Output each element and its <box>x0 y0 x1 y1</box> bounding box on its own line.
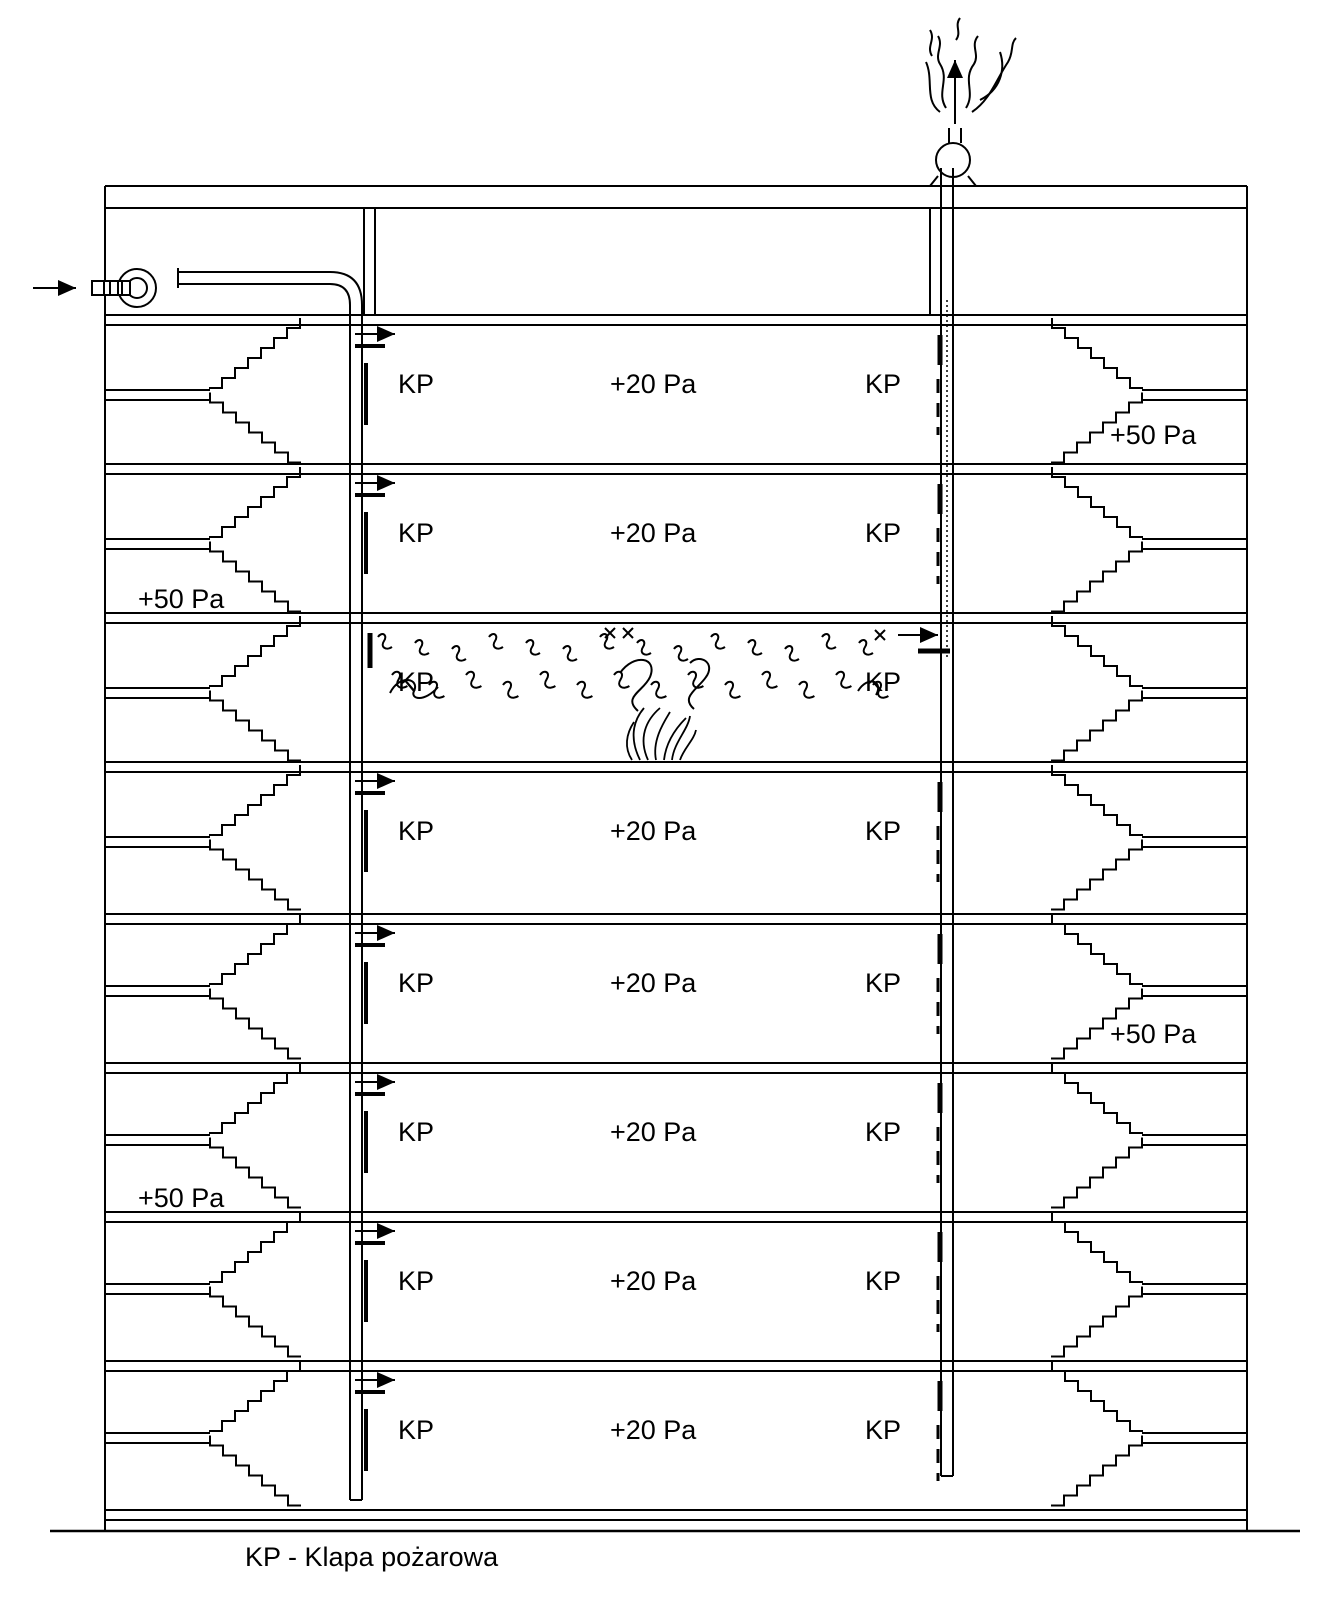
supply-air-duct <box>177 268 363 1501</box>
floor-labels: KP KP +20 Pa <box>398 1117 901 1147</box>
floor-slab <box>300 463 1052 475</box>
left-staircase <box>105 314 301 1521</box>
floor-pressure-label: +20 Pa <box>610 518 697 548</box>
floor-pressure-label: +20 Pa <box>610 1117 697 1147</box>
floor-labels: KP KP +20 Pa <box>398 1415 901 1445</box>
damper-label-right: KP <box>865 1266 901 1296</box>
supply-fan <box>33 268 157 308</box>
floor-slab <box>300 913 1052 925</box>
fire-dampers <box>355 326 950 1481</box>
floor-dampers <box>355 475 943 584</box>
floor-labels: KP KP +20 Pa <box>398 369 901 399</box>
floor-slab <box>300 314 1052 326</box>
floor-labels: KP KP <box>398 667 901 697</box>
legend-text: KP - Klapa pożarowa <box>245 1542 499 1572</box>
floor-slab <box>300 761 1052 773</box>
stair-pressure-label: +50 Pa <box>138 1183 225 1213</box>
smoke-exhaust-fan <box>929 60 977 187</box>
floor-slab <box>300 1509 1052 1521</box>
damper-label-left: KP <box>398 968 434 998</box>
smoke-exhaust-duct <box>940 168 954 1477</box>
damper-label-right: KP <box>865 369 901 399</box>
damper-label-right: KP <box>865 1117 901 1147</box>
damper-label-left: KP <box>398 1415 434 1445</box>
floor-slab <box>300 612 1052 624</box>
floor-slab <box>300 1360 1052 1372</box>
floor-slab <box>300 1211 1052 1223</box>
floor-dampers <box>367 627 950 668</box>
damper-label-right: KP <box>865 816 901 846</box>
damper-label-right: KP <box>865 968 901 998</box>
right-staircase <box>1051 314 1247 1521</box>
labels: KP KP +20 Pa KP KP +20 Pa KP KP KP KP +20 Pa KP KP +2… <box>138 369 1197 1445</box>
damper-label-left: KP <box>398 1266 434 1296</box>
damper-label-right: KP <box>865 518 901 548</box>
staircases <box>105 314 1247 1521</box>
floor-dampers <box>355 773 943 882</box>
damper-label-right: KP <box>865 667 901 697</box>
smoke-layer <box>377 627 889 712</box>
floor-pressure-label: +20 Pa <box>610 369 697 399</box>
damper-label-left: KP <box>398 369 434 399</box>
damper-label-left: KP <box>398 1117 434 1147</box>
floor-dampers <box>355 1223 943 1332</box>
floor-labels: KP KP +20 Pa <box>398 518 901 548</box>
floor-pressure-label: +20 Pa <box>610 1415 697 1445</box>
floor-dampers <box>355 1372 943 1481</box>
floor-dampers <box>355 925 943 1034</box>
floor-dampers <box>355 1074 943 1183</box>
damper-label-right: KP <box>865 1415 901 1445</box>
floor-slabs <box>300 314 1052 1521</box>
floor-labels: KP KP +20 Pa <box>398 1266 901 1296</box>
floor-labels: KP KP +20 Pa <box>398 816 901 846</box>
stair-pressure-label: +50 Pa <box>138 584 225 614</box>
floor-pressure-label: +20 Pa <box>610 1266 697 1296</box>
rising-smoke <box>925 17 1017 113</box>
damper-label-left: KP <box>398 667 434 697</box>
damper-label-left: KP <box>398 518 434 548</box>
floor-pressure-label: +20 Pa <box>610 816 697 846</box>
floor-pressure-label: +20 Pa <box>610 968 697 998</box>
floor-dampers <box>355 326 943 435</box>
floor-slab <box>300 1062 1052 1074</box>
damper-label-left: KP <box>398 816 434 846</box>
stair-pressure-label: +50 Pa <box>1110 420 1197 450</box>
fire-icon <box>626 707 697 761</box>
stair-pressure-label: +50 Pa <box>1110 1019 1197 1049</box>
floor-labels: KP KP +20 Pa <box>398 968 901 998</box>
